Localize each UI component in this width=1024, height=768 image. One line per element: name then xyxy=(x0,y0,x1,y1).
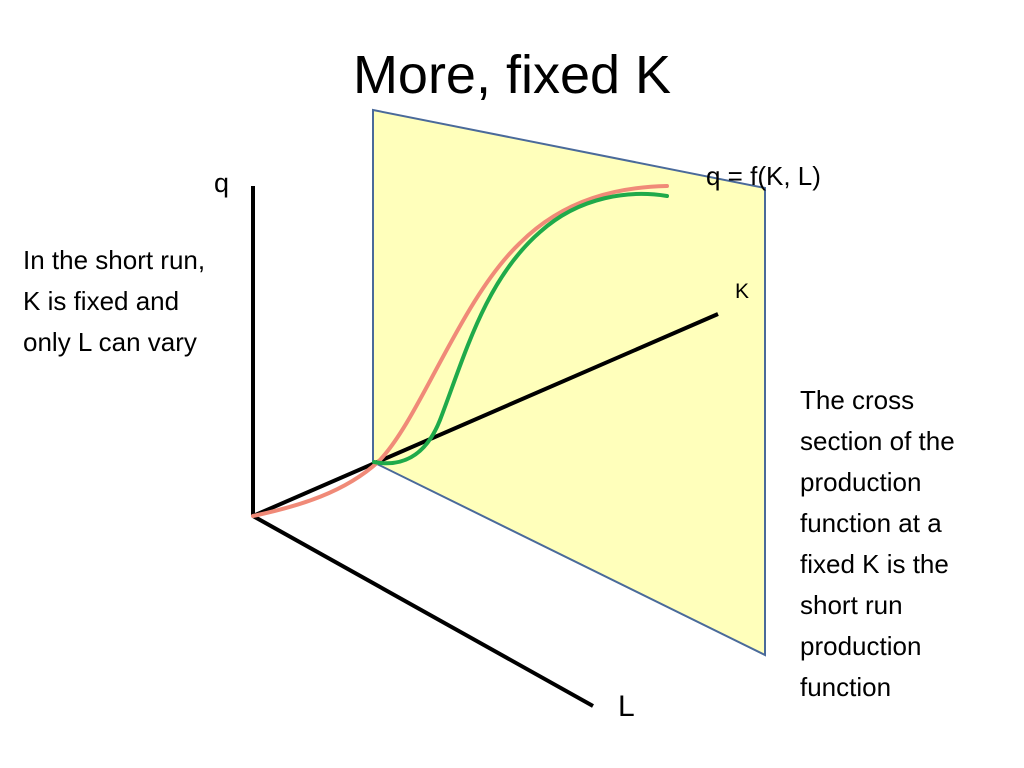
q-axis-label: q xyxy=(214,168,230,198)
k-axis xyxy=(252,312,719,518)
short-run-note: In the short run, K is fixed and only L … xyxy=(23,245,206,357)
fixed-k-plane xyxy=(372,108,766,657)
k-axis-label: K xyxy=(735,280,750,303)
slide-title: More, fixed K xyxy=(352,45,672,105)
function-label: q = f(K, L) xyxy=(706,161,821,191)
l-axis-label: L xyxy=(618,690,635,723)
production-function-curve xyxy=(251,184,669,518)
short-run-curve xyxy=(372,192,669,466)
l-axis xyxy=(252,514,594,708)
cross-section-note: The cross section of the production func… xyxy=(800,385,955,702)
